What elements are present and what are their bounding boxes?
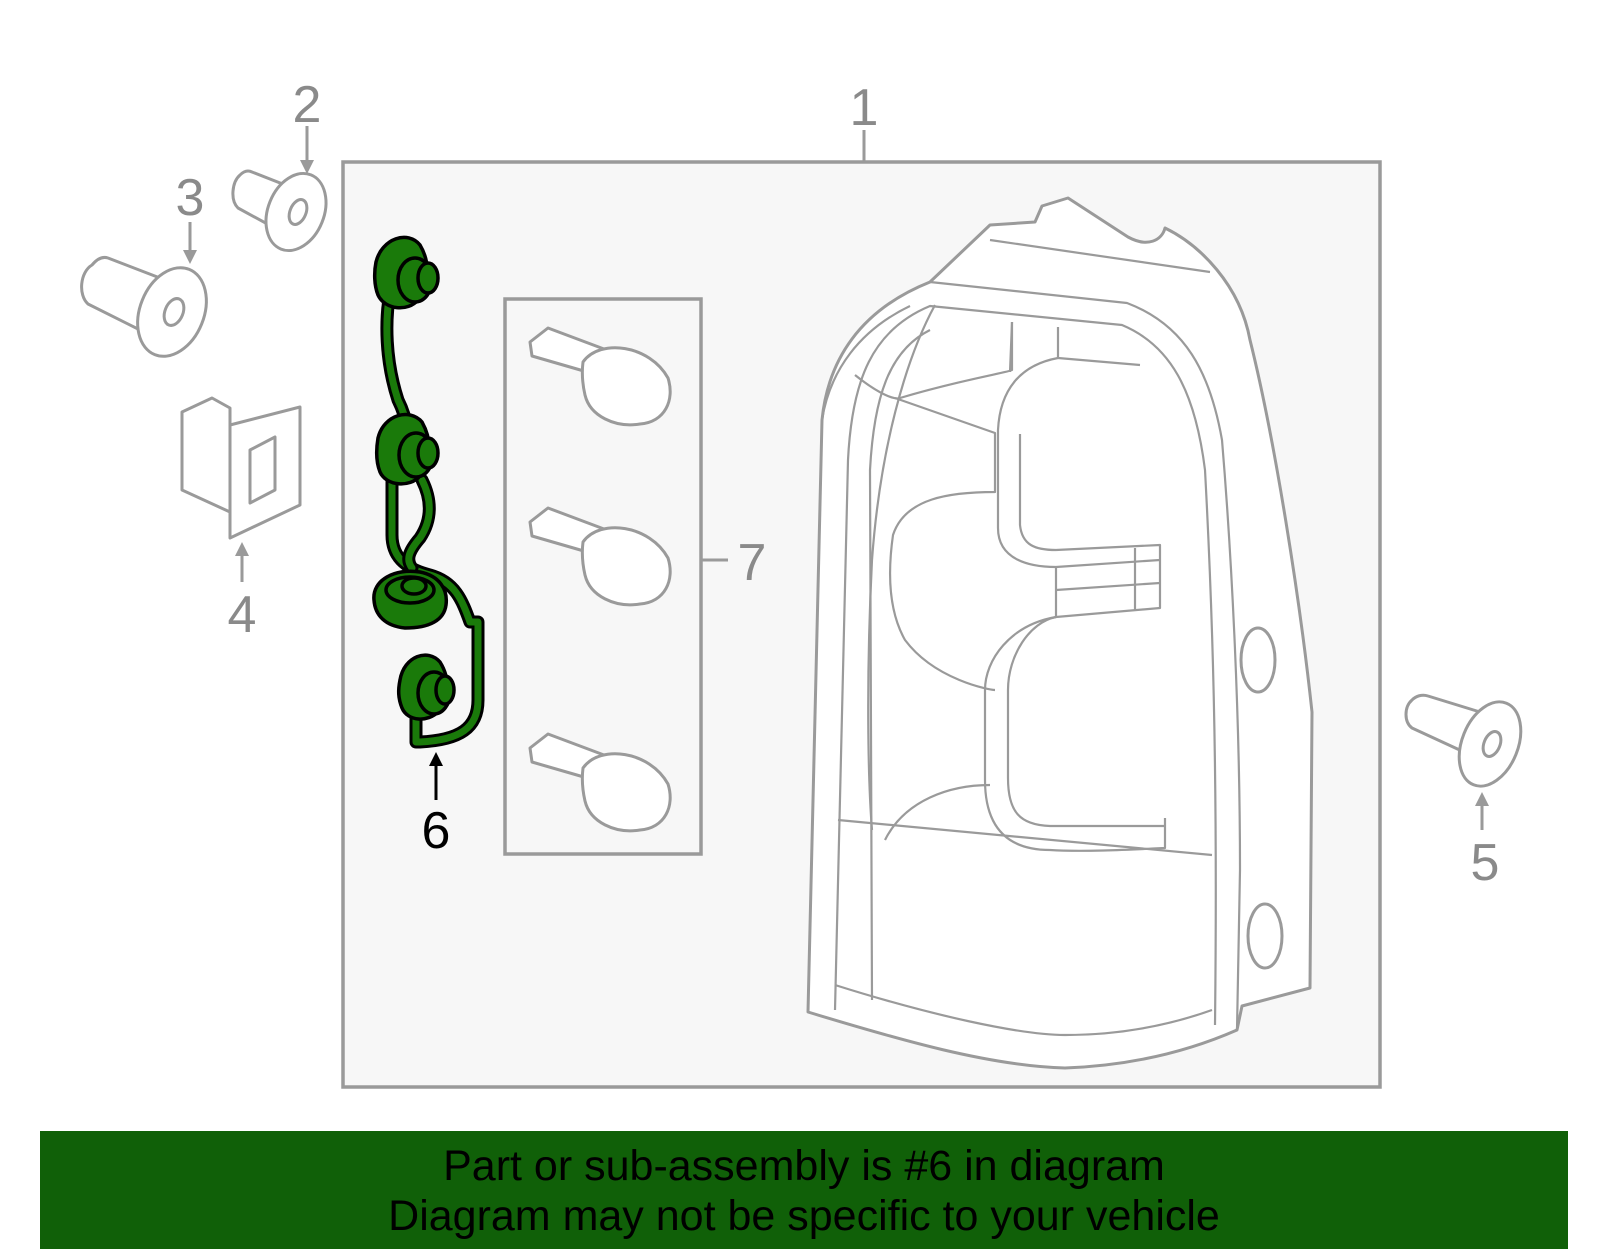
callout-6: 6 (422, 802, 451, 860)
clip (180, 396, 302, 540)
callout-1: 1 (850, 79, 879, 137)
bolt (80, 255, 208, 358)
callout-7: 7 (738, 534, 767, 592)
bolt (1404, 693, 1523, 788)
info-banner: Part or sub-assembly is #6 in diagram Di… (40, 1131, 1568, 1249)
socket-wire-harness (372, 235, 485, 749)
callout-5: 5 (1471, 834, 1500, 892)
bulb (528, 506, 672, 607)
callout-2-arrowhead (300, 160, 314, 174)
callout-4: 4 (228, 586, 257, 644)
tail-lamp-housing (806, 196, 1314, 1070)
callout-6-arrowhead (429, 752, 443, 766)
bulb (528, 326, 672, 427)
banner-line-2: Diagram may not be specific to your vehi… (388, 1192, 1220, 1240)
bulb (528, 732, 672, 833)
callout-3-arrowhead (183, 250, 197, 264)
callout-4-arrowhead (235, 542, 249, 556)
callout-3: 3 (176, 169, 205, 227)
bolt (231, 169, 328, 253)
banner-line-1: Part or sub-assembly is #6 in diagram (443, 1142, 1165, 1190)
callout-5-arrowhead (1475, 792, 1489, 806)
callout-2: 2 (293, 76, 322, 134)
